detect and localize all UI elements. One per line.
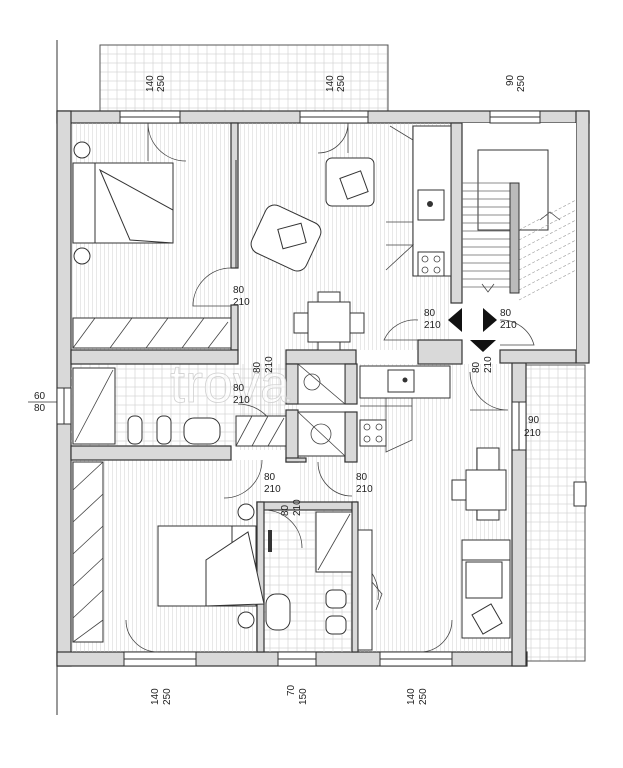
dim-width: 140: [145, 75, 156, 92]
dim-height: 210: [424, 320, 441, 331]
kitchen-wardrobe: [357, 529, 383, 651]
bed-1: [72, 141, 174, 265]
bed-2: [157, 503, 265, 629]
armchairs: [250, 157, 375, 272]
dim-width: 60: [34, 391, 46, 402]
dim-height: 250: [156, 75, 167, 92]
dim-width: 80: [356, 472, 368, 483]
dim-height: 80: [34, 403, 46, 414]
dim-width: 80: [280, 504, 291, 516]
right-balcony: [524, 364, 586, 662]
wardrobe-2: [72, 461, 104, 643]
dim-width: 80: [500, 308, 512, 319]
dim-height: 250: [336, 75, 347, 92]
dim-width: 80: [424, 308, 436, 319]
dimension-labels: 140 250 140 250 90 250 80 210 80 210 80 …: [28, 74, 541, 705]
dim-height: 210: [500, 320, 517, 331]
bathroom-2-fixtures: [265, 511, 353, 635]
stair-tread: [518, 199, 577, 231]
dim-height: 250: [162, 688, 173, 705]
dim-height: 150: [298, 688, 309, 705]
dim-width: 80: [233, 383, 245, 394]
dim-height: 210: [524, 428, 541, 439]
stair-tread: [518, 239, 577, 271]
dim-height: 210: [264, 356, 275, 373]
dim-width: 70: [286, 684, 297, 696]
dim-width: 90: [528, 415, 540, 426]
stair-tread: [518, 259, 577, 291]
utility-closets: [297, 363, 346, 457]
dim-width: 80: [252, 361, 263, 373]
stair-tread: [518, 219, 577, 251]
sofa: [461, 539, 511, 639]
stair-tread: [518, 249, 577, 281]
dim-height: 210: [264, 484, 281, 495]
dining-table: [293, 291, 365, 351]
kitchen-2: [359, 365, 451, 453]
dim-width: 80: [233, 285, 245, 296]
dim-height: 210: [292, 499, 303, 516]
stair-tread: [518, 269, 577, 301]
dining-table-2: [451, 447, 507, 521]
dim-height: 210: [356, 484, 373, 495]
bathroom-1-fixtures: [72, 367, 287, 447]
dim-height: 210: [233, 395, 250, 406]
dim-width: 140: [325, 75, 336, 92]
dim-width: 90: [505, 74, 516, 86]
entry-arrows: [448, 308, 497, 352]
watermark: trova: [170, 354, 291, 414]
balcony-column: [573, 481, 587, 507]
stair-tread: [518, 209, 577, 241]
dim-height: 250: [516, 75, 527, 92]
wardrobe-1: [72, 317, 232, 349]
stair-tread: [518, 229, 577, 261]
dim-width: 80: [471, 361, 482, 373]
staircase: [462, 149, 577, 301]
dim-width: 80: [264, 472, 276, 483]
windows: [56, 110, 541, 667]
interior-walls: [70, 122, 577, 653]
kitchen-counter-top: [385, 125, 452, 277]
dim-width: 140: [150, 688, 161, 705]
dim-height: 250: [418, 688, 429, 705]
dim-width: 140: [406, 688, 417, 705]
dim-height: 210: [483, 356, 494, 373]
dim-height: 210: [233, 297, 250, 308]
